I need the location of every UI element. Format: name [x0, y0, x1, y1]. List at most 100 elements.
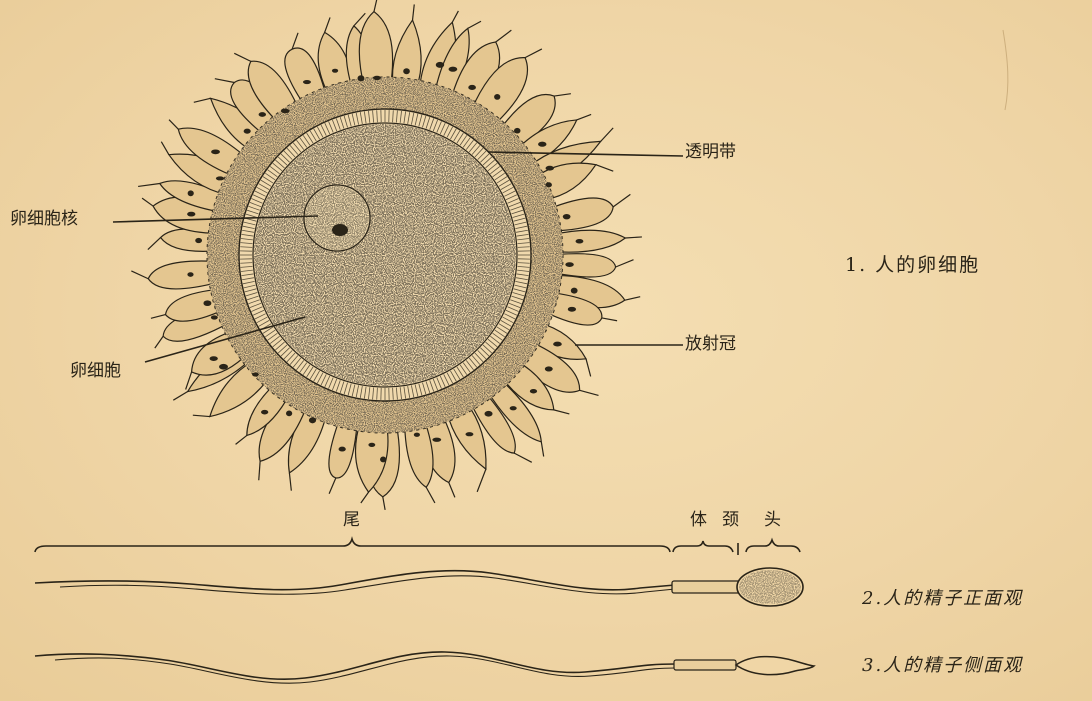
- corona-cell-process: [413, 4, 415, 20]
- corona-cell-process: [148, 238, 161, 250]
- corona-cell-nucleus: [468, 85, 476, 90]
- corona-cell-process: [452, 11, 458, 22]
- corona-cell-process: [541, 442, 543, 457]
- corona-cell-process: [194, 98, 211, 102]
- corona-cell-nucleus: [219, 364, 228, 370]
- sperm-front-midpiece: [672, 581, 740, 593]
- corona-cell-nucleus: [494, 94, 500, 100]
- corona-cell-process: [602, 318, 617, 321]
- corona-cell-nucleus: [286, 410, 292, 416]
- corona-cell-process: [596, 165, 613, 171]
- corona-cell-nucleus: [303, 80, 311, 84]
- corona-cell-nucleus: [514, 128, 521, 134]
- corona-cell-nucleus: [545, 366, 553, 371]
- corona-cell-process: [155, 336, 163, 348]
- corona-cell-nucleus: [339, 447, 346, 452]
- oocyte-cytoplasm: [254, 124, 516, 386]
- corona-cell-process: [477, 469, 486, 492]
- corona-cell-process: [236, 435, 247, 444]
- corona-cell-process: [383, 497, 385, 510]
- corona-cell-nucleus: [261, 410, 268, 415]
- label-neck: 颈: [722, 512, 739, 529]
- corona-cell-process: [161, 142, 169, 155]
- corona-cell-nucleus: [373, 76, 381, 80]
- corona-cell-nucleus: [332, 69, 338, 73]
- corona-cell-process: [138, 183, 160, 186]
- corona-cell-process: [449, 483, 455, 498]
- corona-cell-nucleus: [565, 262, 573, 267]
- corona-cell-nucleus: [449, 67, 458, 72]
- corona-cell-process: [554, 94, 571, 96]
- corona-cell-process: [354, 13, 365, 26]
- label-zona-pellucida: 透明带: [685, 144, 736, 161]
- corona-cell-process: [234, 53, 251, 61]
- corona-cell-process: [577, 114, 591, 120]
- corona-cell-nucleus: [368, 443, 375, 447]
- corona-cell-nucleus: [211, 315, 218, 319]
- corona-cell-process: [625, 297, 640, 300]
- corona-cell-nucleus: [546, 182, 552, 187]
- corona-cell-process: [554, 410, 570, 414]
- corona-cell-process: [169, 120, 178, 129]
- corona-cell-nucleus: [203, 300, 211, 306]
- caption-sperm-side: 3.人的精子侧面观: [862, 657, 1023, 675]
- corona-cell-nucleus: [553, 342, 562, 347]
- corona-cell-nucleus: [281, 109, 290, 114]
- corona-cell-nucleus: [188, 190, 194, 196]
- corona-cell-process: [325, 17, 330, 32]
- corona-cell-process: [468, 21, 481, 28]
- label-oocyte: 卵细胞: [70, 363, 121, 380]
- corona-cell-process: [525, 49, 542, 58]
- corona-cell-nucleus: [187, 272, 193, 277]
- corona-cell-nucleus: [357, 75, 364, 81]
- label-head: 头: [764, 512, 781, 529]
- caption-sperm-front: 2.人的精子正面观: [862, 590, 1023, 608]
- corona-cell-nucleus: [510, 406, 517, 410]
- corona-cell-nucleus: [187, 212, 195, 217]
- corona-cell-process: [613, 194, 630, 207]
- corona-cell-process: [173, 392, 187, 401]
- corona-cell-nucleus: [259, 112, 266, 117]
- bracket-tail: [35, 539, 670, 552]
- bracket-head: [746, 540, 800, 552]
- corona-cell-process: [601, 128, 614, 141]
- corona-cell-process: [329, 478, 336, 494]
- corona-cell-nucleus: [414, 433, 420, 437]
- corona-cell-process: [616, 260, 634, 267]
- corona-cell-process: [215, 79, 235, 83]
- corona-cell-process: [361, 492, 369, 503]
- corona-cell-nucleus: [436, 62, 444, 68]
- corona-cell-nucleus: [195, 238, 202, 243]
- corona-cell-process: [142, 198, 153, 206]
- corona-cell-process: [292, 33, 298, 49]
- oocyte-nucleus: [304, 185, 370, 251]
- label-body: 体: [690, 512, 707, 529]
- corona-cell-process: [496, 30, 512, 42]
- corona-cell-nucleus: [432, 438, 441, 442]
- corona-cell-process: [151, 315, 166, 319]
- corona-cell-process: [514, 453, 532, 462]
- nucleolus: [332, 224, 348, 236]
- corona-cell-nucleus: [546, 166, 554, 171]
- sperm-brackets: [35, 539, 800, 555]
- corona-cell-process: [580, 390, 599, 395]
- corona-cell-nucleus: [380, 457, 386, 463]
- corona-cell-process: [259, 461, 260, 480]
- corona-cell-nucleus: [571, 288, 578, 294]
- corona-cell-nucleus: [252, 372, 259, 376]
- corona-cell-nucleus: [485, 411, 493, 417]
- sperm-side-midpiece: [674, 660, 736, 670]
- caption-egg: 1. 人的卵细胞: [845, 256, 980, 275]
- label-oocyte-nucleus: 卵细胞核: [10, 211, 78, 228]
- corona-cell-nucleus: [244, 129, 251, 134]
- corona-cell-process: [374, 0, 377, 12]
- bracket-body: [673, 541, 733, 552]
- corona-cell-nucleus: [576, 239, 584, 244]
- corona-cell-nucleus: [216, 176, 224, 180]
- sperm-side-head: [736, 657, 814, 675]
- corona-cell-nucleus: [309, 417, 316, 423]
- corona-cell-nucleus: [210, 356, 218, 361]
- label-tail: 尾: [343, 512, 360, 529]
- corona-cell-nucleus: [465, 432, 473, 436]
